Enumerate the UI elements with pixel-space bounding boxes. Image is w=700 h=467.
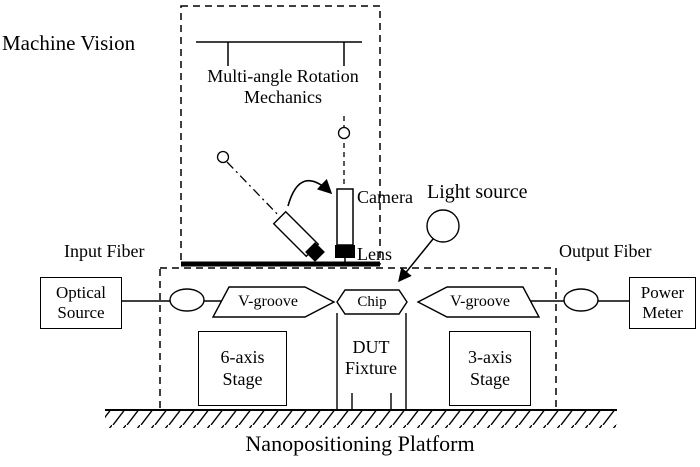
optical-source-box: Optical Source [40, 277, 122, 329]
three-axis-stage-box: 3-axis Stage [449, 331, 531, 406]
platform-hatching [105, 411, 617, 428]
tilt-axis-dashdot-line [226, 161, 284, 221]
input-fiber-label: Input Fiber [64, 241, 145, 261]
input-fiber-loop [169, 288, 205, 312]
machine-vision-label: Machine Vision [2, 31, 136, 55]
lens-block [335, 245, 355, 258]
v-groove-right-label: V-groove [450, 293, 510, 310]
lens-label: Lens [357, 244, 392, 264]
v-groove-right-shape [416, 286, 541, 318]
six-axis-stage-box: 6-axis Stage [198, 331, 287, 406]
v-groove-left-label: V-groove [238, 293, 298, 310]
output-fiber-loop [563, 288, 599, 312]
chip-shape [336, 289, 408, 315]
chip-label: Chip [357, 294, 387, 310]
output-fiber-label: Output Fiber [559, 241, 652, 261]
light-source-arrow [398, 238, 434, 283]
rotation-arrow [287, 178, 333, 207]
light-source-symbol [426, 209, 460, 243]
camera-label: Camera [357, 187, 413, 207]
camera-body [336, 188, 354, 246]
dut-fixture-label: DUT Fixture [345, 337, 397, 379]
power-meter-box: Power Meter [629, 277, 696, 329]
rotation-pivot-right [337, 126, 351, 140]
light-source-label: Light source [427, 181, 528, 203]
tilted-camera-lens [305, 242, 325, 262]
rotation-mechanics-label: Multi-angle Rotation Mechanics [207, 66, 359, 108]
v-groove-left-shape [211, 286, 336, 318]
nanopositioning-platform-label: Nanopositioning Platform [245, 431, 475, 456]
rotation-pivot-left [216, 150, 230, 164]
